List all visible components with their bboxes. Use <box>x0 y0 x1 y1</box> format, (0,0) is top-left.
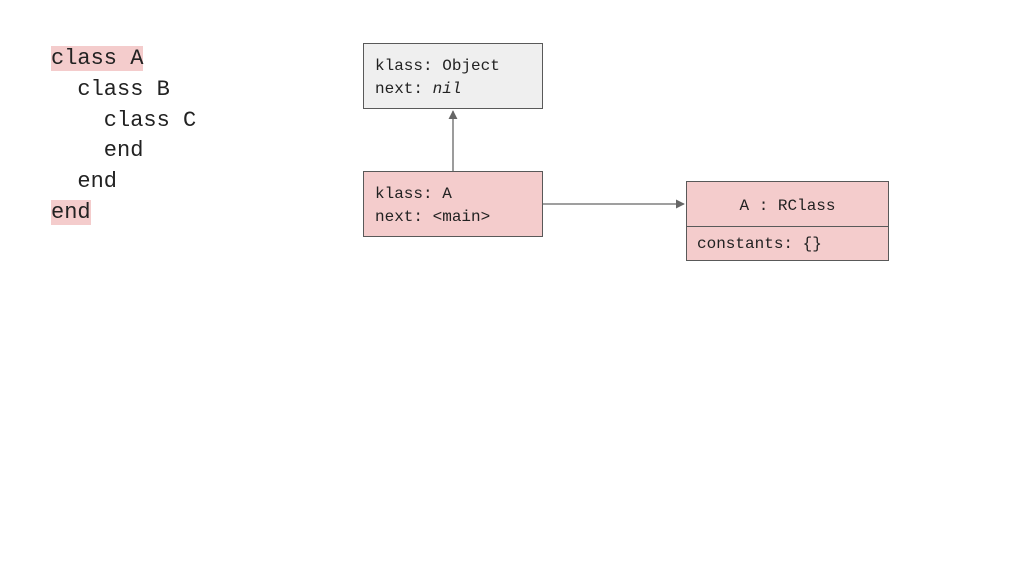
next-label: next: <box>375 208 433 226</box>
code-line-text: end <box>51 199 91 225</box>
frame-object-next: next: nil <box>375 78 542 101</box>
code-line-3: class C <box>51 106 196 137</box>
rclass-constants: constants: {} <box>697 235 822 253</box>
frame-a-klass: klass: A <box>375 183 542 206</box>
code-line-text: end <box>51 138 144 164</box>
next-value: nil <box>432 80 462 98</box>
frame-a-box: klass: A next: <main> <box>363 171 543 237</box>
code-line-4: end <box>51 136 196 167</box>
code-line-text: class C <box>51 107 197 133</box>
next-value: <main> <box>432 208 491 226</box>
code-line-text: end <box>51 169 118 195</box>
next-label: next: <box>375 80 433 98</box>
frame-a-next: next: <main> <box>375 206 542 229</box>
code-line-text: class A <box>51 46 144 71</box>
code-line-text: class B <box>51 76 170 102</box>
code-line-2: class B <box>51 75 196 106</box>
rclass-title: A : RClass <box>687 182 888 227</box>
klass-label: klass: <box>375 57 443 75</box>
code-line-5: end <box>51 167 196 198</box>
code-line-1: class A <box>51 44 196 75</box>
code-line-6: end <box>51 198 196 229</box>
rclass-box: A : RClass constants: {} <box>686 181 889 261</box>
klass-value: Object <box>442 57 500 75</box>
klass-label: klass: <box>375 185 443 203</box>
frame-object-klass: klass: Object <box>375 55 542 78</box>
code-listing: class A class B class C end end end <box>51 44 196 229</box>
klass-value: A <box>442 185 452 203</box>
frame-object-box: klass: Object next: nil <box>363 43 543 109</box>
